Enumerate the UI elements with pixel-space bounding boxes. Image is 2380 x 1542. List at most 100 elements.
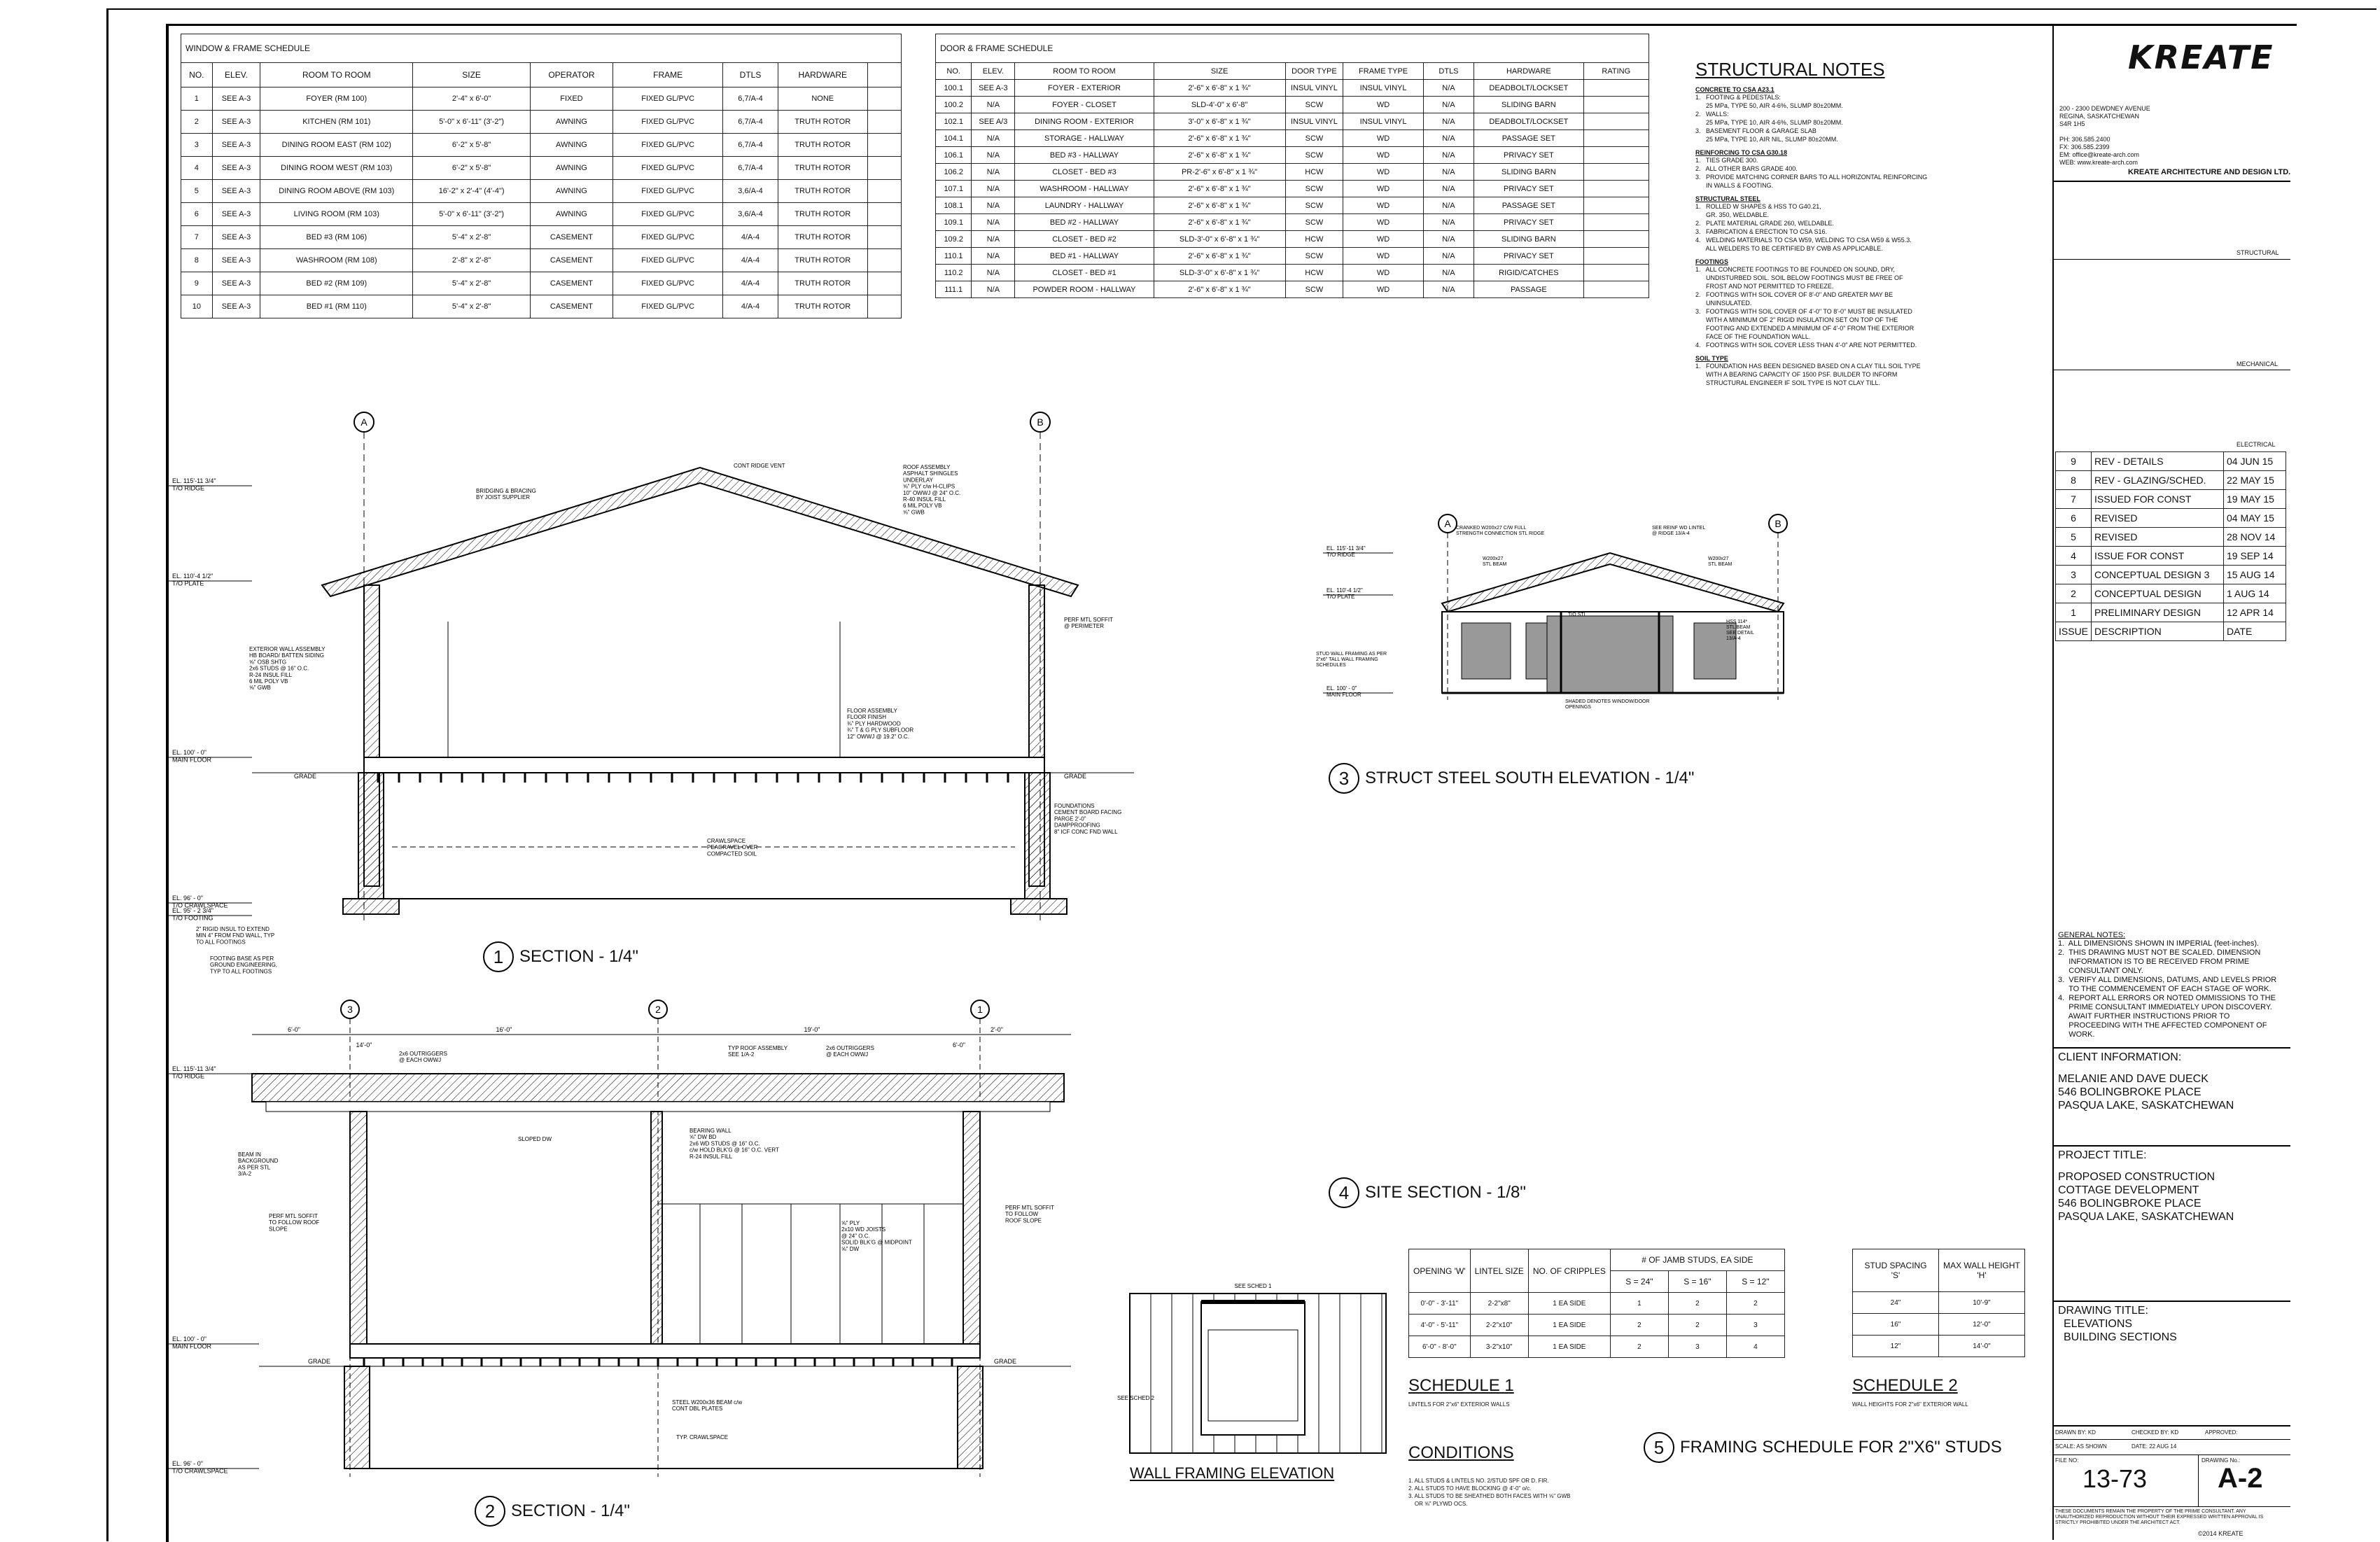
schedule-title: DOOR & FRAME SCHEDULE [935, 34, 1649, 63]
schedule-cell: BED #3 (RM 106) [260, 225, 414, 249]
schedule-cell: N/A [971, 197, 1016, 214]
schedule-cell: SEE A-3 [211, 225, 261, 249]
rev-date: 12 APR 14 [2223, 603, 2286, 622]
note-line: 2. ALL OTHER BARS GRADE 400. [1695, 165, 1798, 172]
schedule-cell: AWNING [529, 179, 613, 203]
schedule-cell: 9 [181, 272, 213, 295]
schedule-cell: 5'-0" x 6'-11" (3'-2") [412, 202, 531, 226]
schedule-cell: CLOSET - BED #1 [1014, 264, 1154, 281]
dimension-label: 6'-0" [288, 1026, 300, 1033]
schedule-header: DTLS [722, 62, 778, 87]
file-number: 13-73 [2082, 1464, 2148, 1493]
rev-date: 15 AUG 14 [2223, 565, 2286, 584]
client-head: CLIENT INFORMATION: [2058, 1051, 2182, 1063]
label-lintel: SEE REINF WD LINTEL@ RIDGE 13/A-4 [1652, 526, 1705, 536]
bearing-wall [650, 1111, 663, 1345]
tb-divider [2052, 1145, 2290, 1147]
address-line: 200 - 2300 DEWDNEY AVENUE [2059, 105, 2150, 112]
note-line: 25 MPa, TYPE 10, AIR NIL, SLUMP 80±20MM. [1695, 136, 1838, 143]
datum-label: EL. 96' - 0"T/O CRAWLSPACE [172, 895, 228, 909]
schedule-cell: FOYER - CLOSET [1014, 96, 1154, 113]
schedule-cell: N/A [1422, 113, 1475, 130]
fs1-cell: 2 [1667, 1292, 1727, 1315]
schedule-cell: N/A [1422, 129, 1475, 147]
view-label-5: FRAMING SCHEDULE FOR 2"X6" STUDS [1680, 1438, 2002, 1457]
rev-desc: CONCEPTUAL DESIGN [2091, 584, 2224, 603]
schedule-cell [867, 225, 902, 249]
fs1-cell: 6'-0" - 8'-0" [1408, 1336, 1471, 1358]
drawing-frame [166, 24, 2297, 1542]
stamp-electrical: ELECTRICAL [2236, 441, 2276, 448]
general-note-line: 2. THIS DRAWING MUST NOT BE SCALED. DIME… [2058, 948, 2261, 957]
schedule-cell: SCW [1284, 197, 1344, 214]
schedule-cell: 104.1 [934, 129, 972, 147]
datum-label: EL. 115'-11 3/4"T/O RIDGE [172, 477, 216, 491]
schedule-cell: SEE A-3 [211, 156, 261, 180]
schedule-cell: DINING ROOM - EXTERIOR [1014, 113, 1154, 130]
schedule-cell: SCW [1284, 281, 1344, 298]
drawing-number-label: DRAWING No.: [2202, 1457, 2241, 1464]
opening-shade-3 [1546, 615, 1674, 694]
roof-assembly [321, 466, 1079, 598]
rev-num: 2 [2054, 584, 2092, 603]
dimension-label: 19'-0" [804, 1026, 820, 1033]
fs2-header: STUD SPACING 'S' [1852, 1249, 1939, 1292]
schedule-cell: LIVING ROOM (RM 103) [260, 202, 414, 226]
schedule-cell: 6'-2" x 5'-8" [412, 156, 531, 180]
schedule-cell: SEE A-3 [211, 248, 261, 272]
note-line: IN WALLS & FOOTING. [1695, 182, 1774, 189]
fs1-cell: 0'-0" - 3'-11" [1408, 1292, 1471, 1315]
schedule-cell: N/A [1422, 230, 1475, 248]
schedule-1-sub: LINTELS FOR 2"x6" EXTERIOR WALLS [1408, 1401, 1510, 1408]
project-line: PROPOSED CONSTRUCTION [2058, 1171, 2216, 1183]
schedule-cell: TRUTH ROTOR [777, 248, 868, 272]
note-section-head: FOOTINGS [1695, 258, 1728, 265]
condition-line: OR ⅝" PLYWD OCS. [1408, 1501, 1468, 1507]
schedule-cell: CASEMENT [529, 272, 613, 295]
note-section-head: CONCRETE TO CSA A23.1 [1695, 86, 1774, 93]
file-label: FILE NO: [2055, 1457, 2079, 1464]
note-line: 25 MPa, TYPE 10, AIR 4-6%, SLUMP 80±20MM… [1695, 119, 1843, 126]
schedule-cell: 7 [181, 225, 213, 249]
schedule-cell: 6,7/A-4 [722, 156, 778, 180]
schedule-cell: N/A [1422, 96, 1475, 113]
schedule-cell [867, 295, 902, 318]
stamp-mechanical: MECHANICAL [2236, 360, 2278, 367]
schedule-cell: 2'-6" x 6'-8" x 1 ¾" [1153, 247, 1286, 265]
tb-divider [2052, 1439, 2290, 1440]
schedule-cell: 100.1 [934, 79, 972, 97]
general-note-line: INFORMATION IS TO BE RECEIVED FROM PRIME [2058, 958, 2250, 966]
schedule-cell: 6'-2" x 5'-8" [412, 133, 531, 157]
view-number-2: 2 [475, 1496, 505, 1527]
schedule-cell [867, 179, 902, 203]
datum-label: EL. 110'-4 1/2"T/O PLATE [1326, 587, 1363, 600]
note-line: 3. FOOTINGS WITH SOIL COVER OF 4'-0" TO … [1695, 308, 1912, 315]
schedule-cell: N/A [1422, 281, 1475, 298]
schedule-cell: SEE A-3 [211, 202, 261, 226]
view-label-4: SITE SECTION - 1/8" [1365, 1183, 1526, 1202]
schedule-cell: FIXED GL/PVC [612, 110, 724, 134]
wall-left [349, 1111, 368, 1345]
note-line: 25 MPa, TYPE 50, AIR 4-6%, SLUMP 80±20MM… [1695, 102, 1843, 109]
footing-right [1010, 898, 1068, 915]
rev-date: 04 MAY 15 [2223, 508, 2286, 528]
tb-divider [2052, 1047, 2290, 1049]
condition-line: 3. ALL STUDS TO BE SHEATHED BOTH FACES W… [1408, 1493, 1571, 1499]
rev-num: 5 [2054, 527, 2092, 547]
note-line: 1. FOOTING & PEDESTALS: [1695, 94, 1781, 101]
drawing-line: BUILDING SECTIONS [2064, 1331, 2177, 1343]
copyright-mark: ©2014 KREATE [2198, 1530, 2244, 1537]
stamp-area-line [2052, 181, 2290, 182]
datum-label: EL. 100' - 0"MAIN FLOOR [1326, 685, 1362, 698]
label-sloped: SLOPED DW [518, 1136, 552, 1142]
datum-label: EL. 96' - 0"T/O CRAWLSPACE [172, 1460, 228, 1474]
